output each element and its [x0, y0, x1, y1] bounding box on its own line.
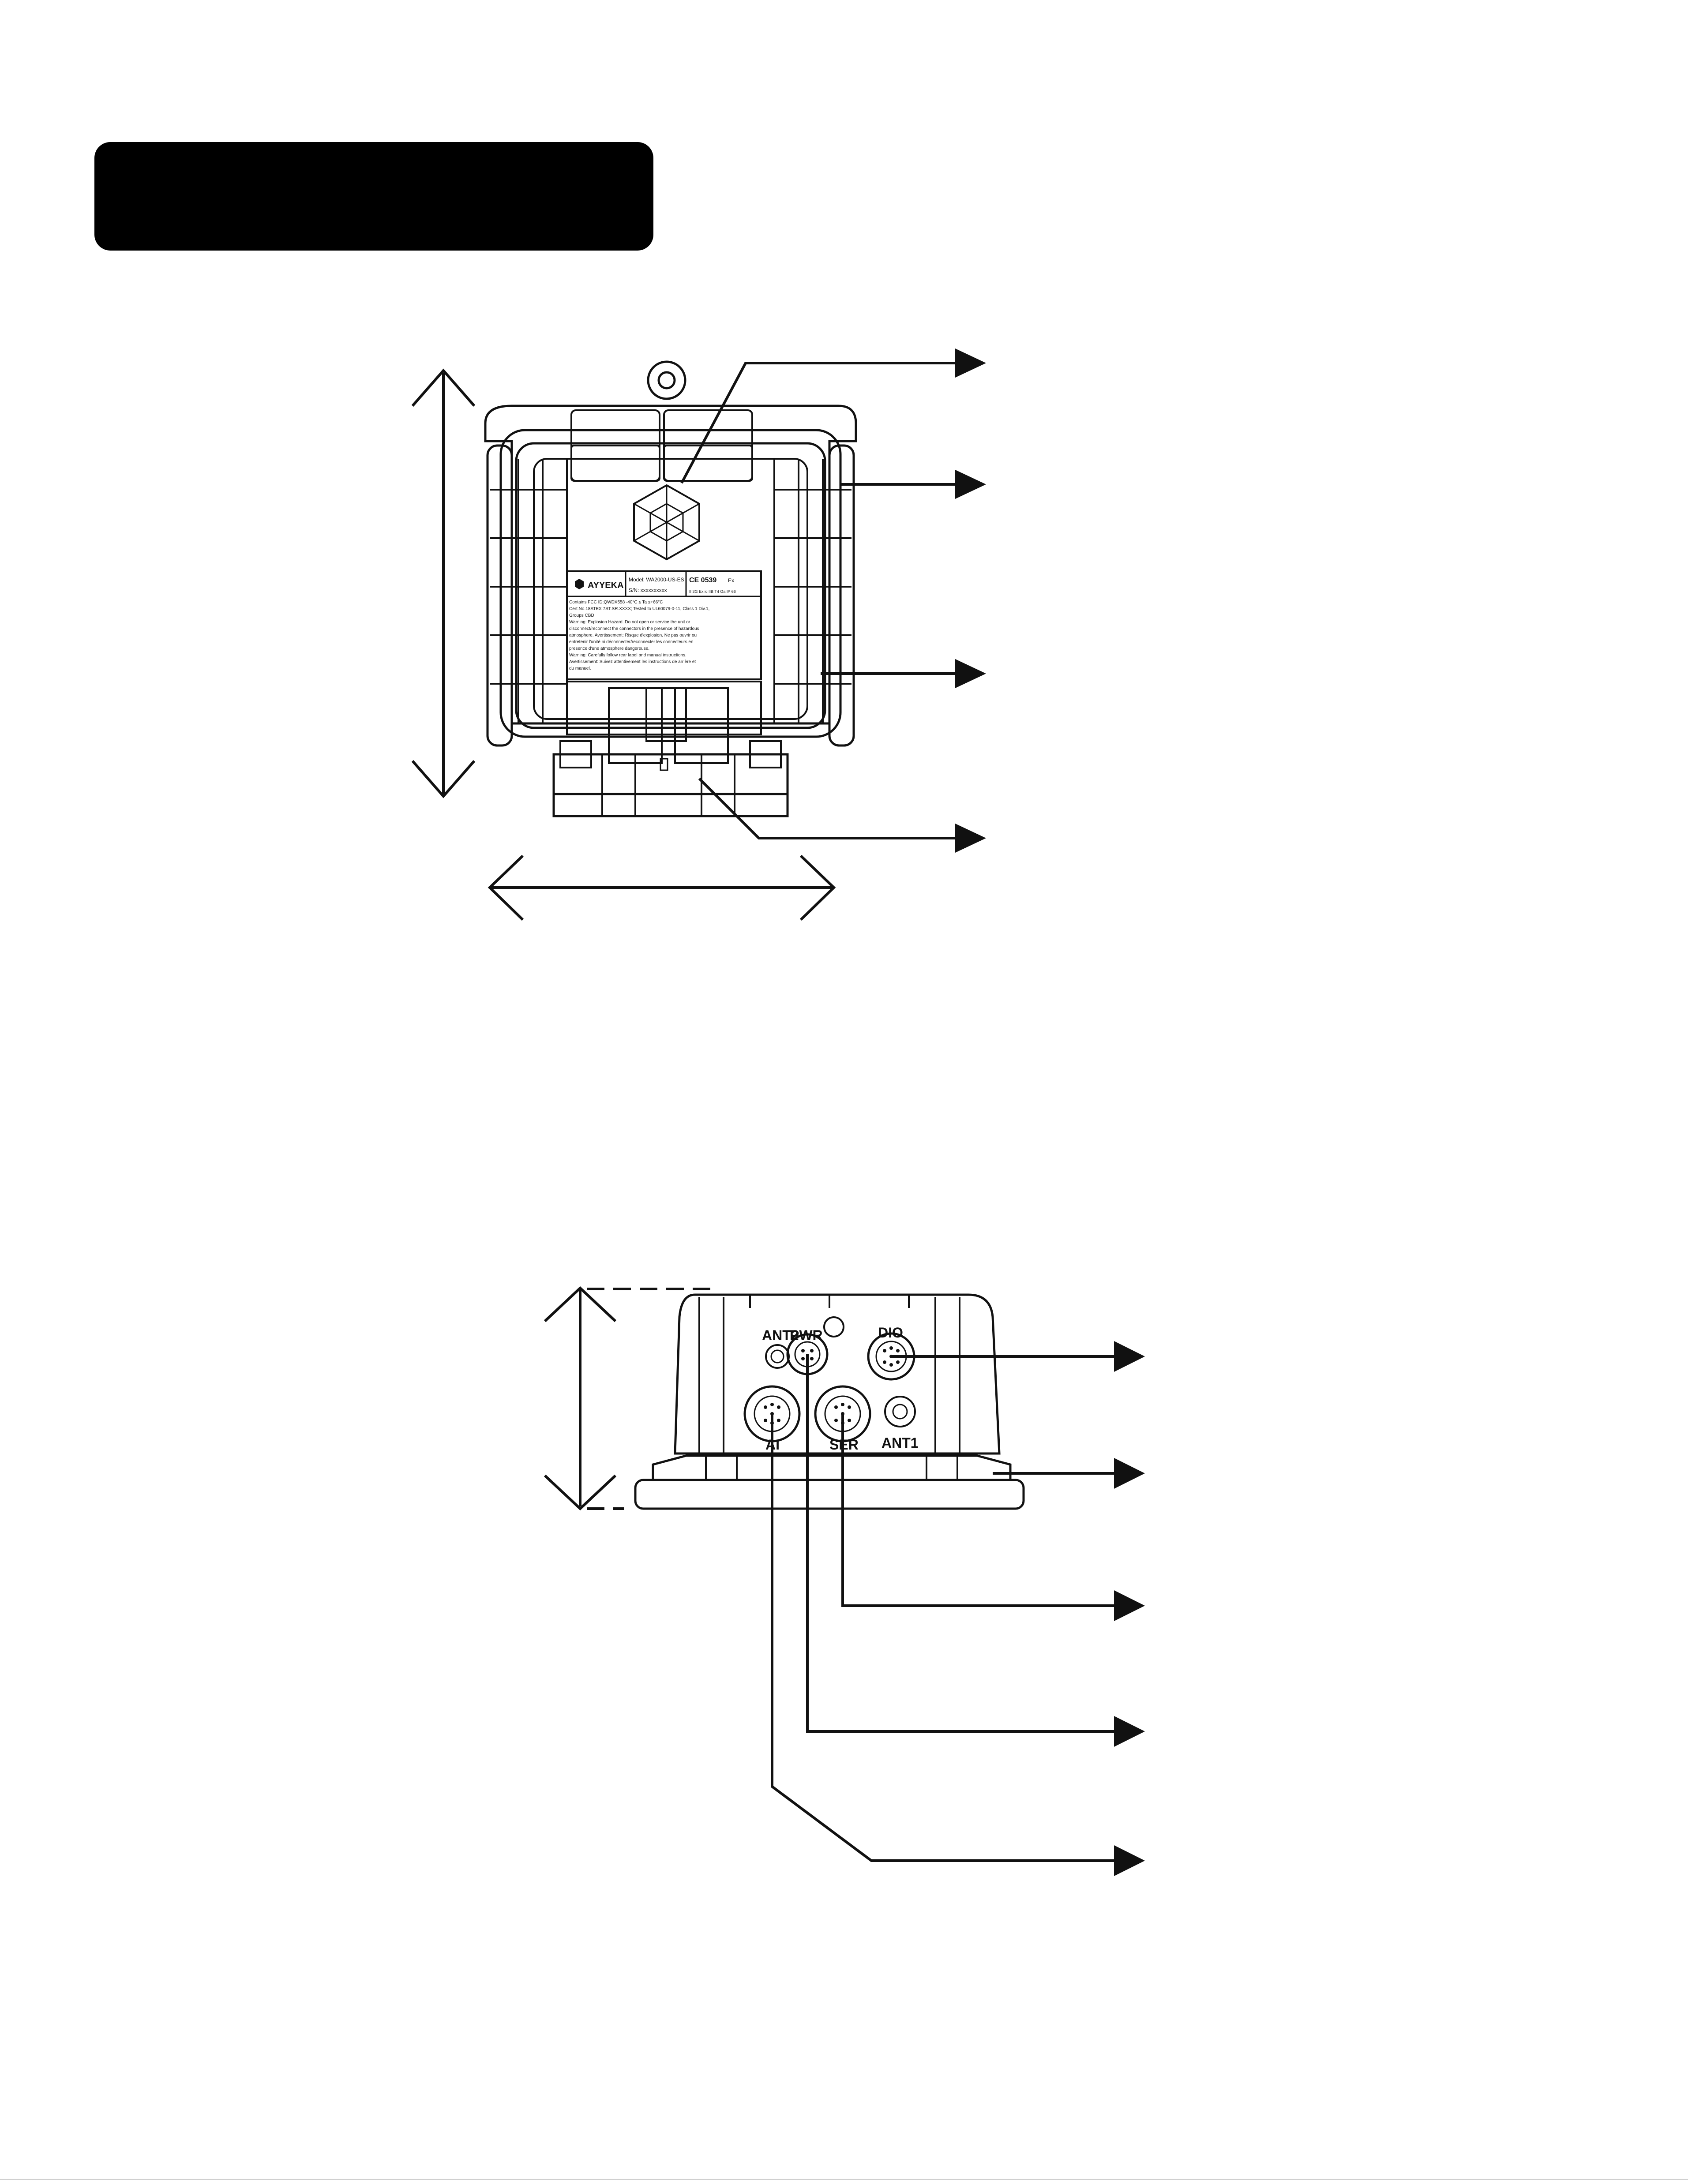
label-text-line: Groups CBD [569, 613, 594, 618]
connector-panel-view [634, 1293, 1025, 1510]
panel-height-dimension [544, 1286, 715, 1511]
callout-arrow-4 [955, 824, 986, 853]
label-text-line: du manuel. [569, 666, 591, 671]
label-text-line: presence d'une atmosphere dangereuse. [569, 646, 649, 651]
serial-line: S/N: xxxxxxxxxx [629, 587, 667, 593]
callout-arrow-pwr [1114, 1716, 1145, 1747]
ex-code: II 3G Ex ic IIB T4 Ga IP 66 [689, 589, 736, 594]
label-text-line: atmosphere. Avertissement: Risque d'expl… [569, 633, 697, 638]
callout-arrow-1 [955, 348, 986, 378]
ex-mark: Ex [728, 577, 734, 584]
bottom-callout-lines [771, 1354, 1116, 1862]
title-bar [94, 142, 653, 251]
label-text-line: Warning: Explosion Hazard. Do not open o… [569, 620, 690, 625]
height-dimension-arrow [411, 368, 476, 798]
connector-pins [764, 1346, 900, 1425]
label-text-line: Warning: Carefully follow rear label and… [569, 653, 686, 658]
port-label-ant2: ANT2 [762, 1327, 799, 1343]
label-text-line: Avertissement: Suivez attentivement les … [569, 659, 696, 664]
device-label: AYYEKA Model: WA2000-US-ES S/N: xxxxxxxx… [569, 577, 736, 671]
callout-arrow-2 [955, 470, 986, 499]
width-dimension-arrow [488, 854, 836, 921]
page-bottom-rule [0, 2179, 1688, 2180]
label-text-line: Cert.No.18ATEX 7ST.SR.XXXX; Tested to UL… [569, 607, 709, 611]
label-text-line: disconnect/reconnect the connectors in t… [569, 626, 699, 631]
port-label-pwr: PWR [790, 1327, 823, 1343]
brand-name: AYYEKA [588, 581, 624, 590]
model-line: Model: WA2000-US-ES [629, 577, 684, 583]
brand-logo-icon [575, 579, 584, 589]
callout-arrow-3 [955, 659, 986, 688]
label-text-line: Contains FCC ID:QWDX558 -40°C ≤ Ta ≤+66°… [569, 600, 663, 605]
port-label-dio: DIO [878, 1325, 903, 1341]
top-callout-lines [680, 362, 957, 839]
callout-arrow-dio [1114, 1341, 1145, 1372]
ce-mark: CE 0539 [689, 577, 716, 584]
callout-arrow-housing [1114, 1458, 1145, 1489]
port-label-ant1: ANT1 [882, 1435, 919, 1451]
callout-arrow-ai [1114, 1845, 1145, 1876]
label-text-line: entretenir l'unité ni déconnecter/reconn… [569, 640, 694, 644]
callout-arrow-ser [1114, 1590, 1145, 1621]
enclosure-front-view [484, 360, 857, 817]
